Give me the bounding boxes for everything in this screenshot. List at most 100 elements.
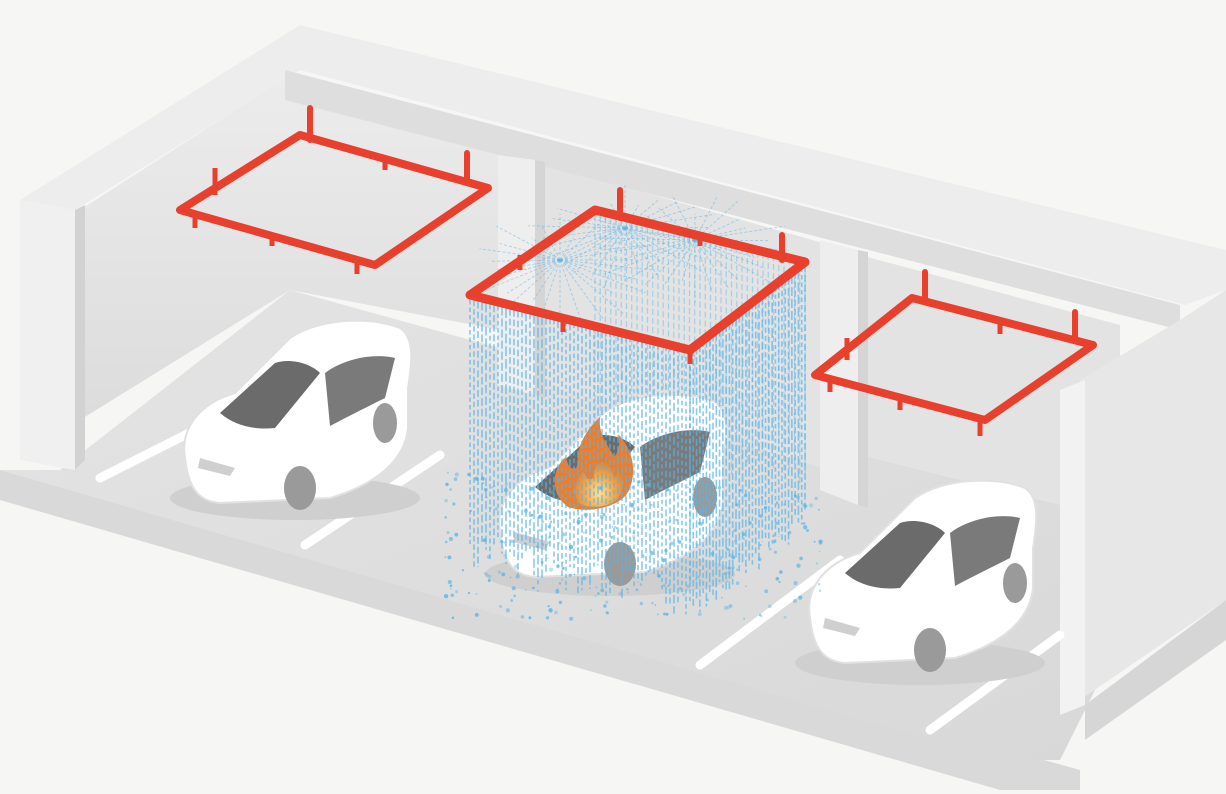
water-droplet [725, 538, 728, 541]
pipe-loop-left [176, 131, 492, 269]
water-droplet [661, 558, 666, 563]
water-droplet [664, 549, 668, 553]
water-droplet [640, 523, 643, 527]
water-droplet [603, 604, 607, 608]
water-stream [622, 239, 696, 260]
water-droplet [632, 534, 636, 539]
water-droplet [657, 574, 661, 578]
right-end-wall-edge [1060, 380, 1085, 715]
water-droplet [573, 573, 576, 576]
water-droplet [764, 589, 769, 594]
water-droplet [590, 482, 592, 485]
water-stream [624, 227, 659, 276]
water-droplet [537, 514, 542, 519]
water-droplet [561, 566, 565, 571]
water-droplet [545, 616, 550, 620]
water-droplet [654, 604, 657, 606]
water-droplet [616, 582, 619, 585]
water-stream [624, 227, 641, 276]
water-droplet [710, 551, 715, 556]
water-droplet [723, 605, 729, 611]
water-stream [624, 227, 705, 274]
water-droplet [779, 570, 783, 574]
water-droplet [574, 506, 578, 509]
water-stream [510, 259, 561, 304]
water-droplet [725, 547, 729, 551]
water-droplet [598, 486, 603, 490]
water-droplet [669, 541, 674, 546]
water-droplet [646, 483, 651, 487]
car-tire [373, 403, 397, 443]
water-droplet [772, 533, 776, 537]
water-droplet [768, 547, 772, 551]
water-droplet [494, 507, 498, 511]
water-droplet [560, 532, 566, 537]
car-side-window [325, 356, 395, 426]
water-droplet [692, 497, 696, 501]
water-stream [570, 227, 626, 276]
water-droplet [540, 535, 543, 538]
water-droplet [775, 502, 779, 505]
water-droplet [728, 553, 733, 558]
water-droplet [729, 521, 732, 524]
water-droplet [467, 591, 471, 595]
water-stream [694, 239, 755, 258]
car-tire [1003, 563, 1027, 603]
water-droplet [451, 616, 455, 620]
car-icon [795, 479, 1045, 685]
water-droplet [605, 611, 609, 615]
water-stream [565, 227, 626, 265]
water-droplet [627, 591, 630, 594]
car-tire [604, 542, 636, 586]
water-droplet [564, 511, 568, 516]
water-droplet [487, 555, 491, 559]
pillar-left-center-side [535, 160, 545, 398]
water-droplet [561, 479, 563, 481]
water-droplet [682, 592, 686, 597]
water-droplet [818, 583, 821, 586]
water-droplet [540, 560, 544, 564]
water-stream [490, 259, 561, 262]
water-droplet [454, 472, 459, 477]
car-headlight [823, 618, 860, 636]
ceiling-beam-inner-face [285, 70, 1180, 330]
water-stream [694, 239, 714, 293]
water-droplet [548, 608, 553, 613]
water-droplet [582, 576, 587, 581]
water-droplet [474, 612, 479, 617]
water-stream [543, 259, 561, 309]
water-stream [603, 227, 626, 290]
water-droplet [558, 600, 563, 605]
water-droplet [449, 584, 453, 588]
water-droplet [700, 509, 705, 513]
water-droplet [618, 591, 623, 596]
water-droplet [510, 539, 514, 544]
water-droplet [772, 535, 775, 538]
water-droplet [659, 487, 662, 490]
water-droplet [541, 561, 544, 564]
water-droplet [730, 484, 733, 487]
water-droplet [573, 492, 577, 495]
water-droplet [739, 489, 742, 492]
water-stream [559, 237, 574, 261]
water-droplet [505, 608, 511, 613]
water-stream [624, 227, 720, 251]
water-droplet [487, 579, 491, 582]
water-droplet [667, 520, 671, 524]
water-droplet [665, 612, 669, 616]
water-droplet [615, 527, 618, 529]
water-droplet [467, 472, 471, 477]
water-droplet [783, 503, 786, 506]
water-stream [528, 225, 626, 229]
water-droplet [572, 490, 576, 494]
water-droplet [686, 486, 689, 489]
water-droplet [483, 572, 486, 575]
water-droplet [485, 496, 488, 499]
water-droplet [714, 563, 718, 566]
water-droplet [447, 579, 452, 585]
water-droplet [548, 567, 554, 572]
car-tire [693, 477, 717, 517]
water-droplet [794, 494, 798, 499]
water-stream [559, 244, 655, 261]
water-droplet [568, 616, 574, 621]
